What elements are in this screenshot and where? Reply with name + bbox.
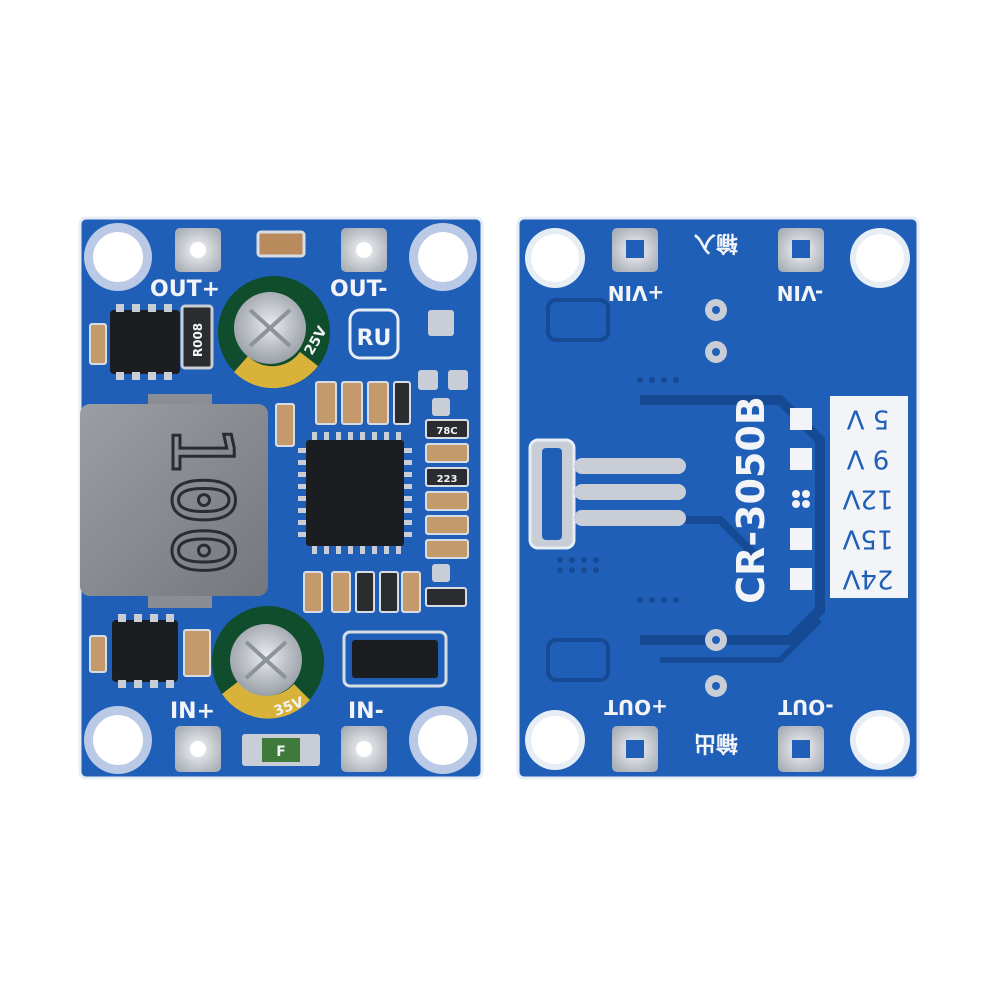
voltage-option: 5 V — [846, 404, 889, 434]
smd-resistor — [275, 403, 295, 447]
mosfet-chip — [112, 614, 178, 688]
front-board: OUT+ OUT- IN+ IN- R008 25V RU — [78, 216, 484, 780]
electrolytic-capacitor: 35V — [212, 606, 324, 720]
label-in-plus: IN+ — [170, 699, 215, 724]
thermal-pad — [528, 438, 686, 550]
voltage-option: 9 V — [846, 444, 889, 474]
svg-text:223: 223 — [437, 474, 458, 485]
jumper-pad — [790, 568, 812, 590]
smd-capacitor — [183, 629, 211, 677]
schottky-diode — [342, 630, 448, 688]
mounting-hole — [525, 228, 585, 288]
svg-text:RU: RU — [357, 326, 392, 351]
smd-resistor-78c: 78C — [425, 419, 469, 439]
mounting-hole — [525, 710, 585, 770]
smd-capacitor — [425, 515, 469, 535]
solder-pad-vin-plus — [612, 228, 658, 272]
solder-pad-in-plus — [175, 726, 221, 772]
smd-resistor — [393, 381, 411, 425]
label-output-cn: 输出 — [694, 730, 738, 756]
jumper-pad — [790, 448, 812, 470]
mounting-hole — [850, 228, 910, 288]
solder-pad-out-minus — [778, 726, 824, 772]
smd-pad — [432, 398, 450, 416]
voltage-option: 15V — [842, 524, 893, 554]
smd-resistor — [89, 323, 107, 365]
electrolytic-capacitor: 25V — [218, 276, 331, 389]
model-number: CR-3050B — [729, 396, 773, 604]
smd-pad — [418, 370, 438, 390]
jumper-pad-solder-dots — [792, 490, 810, 508]
shunt-resistor: R008 — [180, 304, 214, 370]
mounting-hole — [409, 706, 477, 774]
label-vin-minus: -VIN — [777, 281, 824, 305]
smd-pad — [432, 564, 450, 582]
voltage-option: 24V — [842, 564, 893, 594]
via — [705, 629, 727, 651]
smd-capacitor — [256, 230, 306, 258]
smd-resistor — [425, 587, 467, 607]
back-board: +VIN -VIN 输入 +OUT -OUT 输出 CR-3050B — [516, 216, 920, 780]
label-out-plus: +OUT — [604, 695, 668, 719]
smd-capacitor — [367, 381, 389, 425]
mounting-hole — [84, 706, 152, 774]
smd-capacitor — [425, 539, 469, 559]
label-input-cn: 输入 — [694, 230, 738, 256]
smd-resistor-223: 223 — [425, 467, 469, 487]
mounting-hole — [409, 223, 477, 291]
smd-capacitor — [425, 491, 469, 511]
solder-pad-out-plus — [175, 228, 221, 272]
smd-resistor — [303, 571, 323, 613]
label-out-plus: OUT+ — [150, 277, 220, 302]
label-vin-plus: +VIN — [608, 281, 664, 305]
logo: RU — [348, 308, 400, 360]
fuse: F — [242, 734, 320, 766]
voltage-option: 12V — [842, 484, 893, 514]
smd-capacitor — [425, 443, 469, 463]
resistor-marking: R008 — [191, 323, 205, 357]
smd-resistor — [379, 571, 399, 613]
solder-pad-in-minus — [341, 726, 387, 772]
via — [705, 341, 727, 363]
back-pcb — [518, 218, 918, 778]
label-out-minus: -OUT — [778, 695, 834, 719]
mosfet-chip — [110, 304, 180, 380]
svg-text:78C: 78C — [436, 426, 457, 437]
mounting-hole — [84, 223, 152, 291]
smd-resistor — [89, 635, 107, 673]
solder-pad-out-plus — [612, 726, 658, 772]
smd-resistor — [331, 571, 351, 613]
jumper-pad — [790, 528, 812, 550]
mounting-hole — [850, 710, 910, 770]
power-inductor: 100 — [80, 394, 268, 608]
label-out-minus: OUT- — [330, 277, 387, 302]
via-array — [557, 377, 679, 603]
via — [705, 675, 727, 697]
smd-resistor — [355, 571, 375, 613]
solder-pad-out-minus — [341, 228, 387, 272]
solder-pad-vin-minus — [778, 228, 824, 272]
via — [705, 299, 727, 321]
inductor-marking: 100 — [153, 424, 251, 576]
controller-ic — [298, 432, 412, 554]
voltage-table — [830, 396, 908, 598]
smd-capacitor — [341, 381, 363, 425]
smd-pad — [448, 370, 468, 390]
svg-text:F: F — [276, 744, 286, 760]
smd-resistor — [401, 571, 421, 613]
smd-capacitor — [315, 381, 337, 425]
jumper-pad — [790, 408, 812, 430]
label-in-minus: IN- — [348, 699, 384, 724]
smd-pad — [428, 310, 454, 336]
